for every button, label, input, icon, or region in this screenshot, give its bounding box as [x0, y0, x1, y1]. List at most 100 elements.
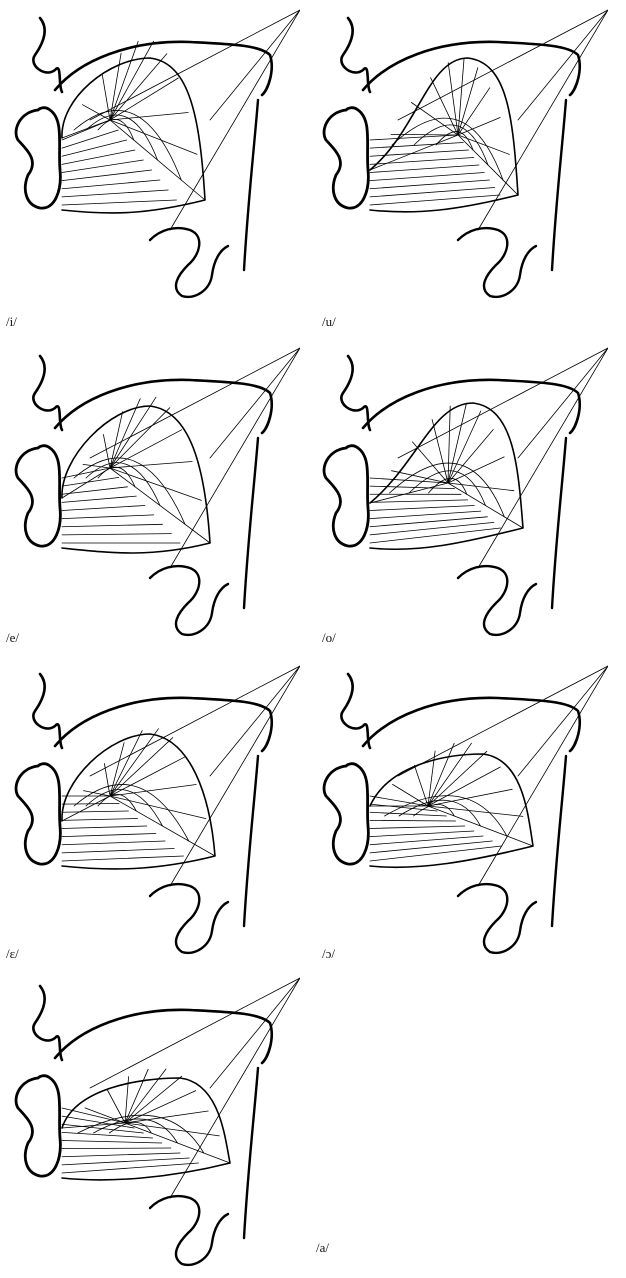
- guide-line: [90, 978, 300, 1088]
- nose-contour: [33, 356, 62, 430]
- mesh-line: [428, 789, 512, 806]
- mesh-line: [83, 105, 111, 120]
- mesh-line: [448, 457, 504, 483]
- mesh-line: [62, 1132, 153, 1138]
- mesh-line: [370, 846, 502, 861]
- mesh-line: [448, 430, 493, 484]
- guide-line: [398, 666, 608, 776]
- panel-open-o: [308, 656, 608, 966]
- lips-contour: [324, 108, 368, 208]
- vowel-label-e: /e/: [6, 630, 19, 646]
- mesh-line: [62, 1141, 162, 1144]
- jaw-larynx-contour: [458, 228, 536, 297]
- panel-e: [0, 338, 300, 648]
- mesh-line: [370, 180, 490, 189]
- guide-line: [398, 348, 608, 458]
- pharynx-wall: [244, 438, 258, 608]
- panel-o: [308, 338, 608, 648]
- mesh-line: [370, 135, 458, 170]
- mesh-line: [62, 477, 119, 486]
- mesh-line: [62, 487, 128, 494]
- jaw-larynx-contour: [150, 884, 228, 953]
- guide-line: [210, 666, 300, 776]
- nose-contour: [33, 18, 62, 92]
- mesh-line: [62, 1158, 189, 1165]
- mesh-line: [370, 150, 469, 156]
- guide-line: [518, 666, 608, 776]
- mesh-line: [62, 1153, 180, 1157]
- mesh-line: [62, 826, 147, 829]
- palate-contour: [55, 698, 272, 751]
- pharynx-wall: [552, 438, 566, 608]
- lips-contour: [16, 1076, 60, 1176]
- nose-contour: [33, 986, 62, 1060]
- mesh-line: [62, 130, 118, 148]
- mesh-contour: [86, 790, 163, 826]
- mesh-line: [110, 408, 170, 468]
- mesh-line: [110, 462, 192, 469]
- palate-contour: [55, 380, 272, 433]
- mesh-line: [370, 528, 501, 543]
- guide-line: [210, 348, 300, 458]
- mesh-line: [107, 1090, 125, 1123]
- mesh-line: [110, 412, 123, 468]
- mesh-line: [62, 200, 177, 205]
- lips-contour: [324, 764, 368, 864]
- mesh-line: [110, 743, 124, 796]
- mesh-line: [370, 831, 474, 837]
- nose-contour: [33, 674, 62, 748]
- mesh-line: [370, 812, 446, 816]
- guide-line: [210, 978, 300, 1088]
- mesh-line: [62, 856, 184, 861]
- guide-line: [518, 10, 608, 120]
- lips-contour: [324, 446, 368, 546]
- lips-contour: [16, 108, 60, 208]
- nose-contour: [341, 18, 370, 92]
- mesh-line: [62, 170, 152, 181]
- mesh-line: [62, 534, 171, 535]
- panel-i: [0, 0, 300, 310]
- tongue-outline: [62, 58, 205, 213]
- mesh-line: [110, 78, 178, 120]
- mesh-line: [448, 406, 450, 483]
- panel-u: [308, 0, 608, 310]
- mesh-line: [370, 511, 481, 519]
- vowel-label-a: /a/: [316, 1240, 329, 1256]
- mesh-line: [62, 1163, 199, 1173]
- lips-contour: [16, 446, 60, 546]
- mesh-line: [62, 515, 154, 519]
- vowel-label-i: /i/: [6, 314, 17, 330]
- mesh-line: [62, 190, 168, 197]
- mesh-line: [125, 1123, 219, 1136]
- mesh-line: [110, 757, 185, 796]
- pharynx-wall: [244, 100, 258, 270]
- jaw-larynx-contour: [458, 884, 536, 953]
- panel-epsilon: [0, 656, 300, 966]
- mesh-line: [110, 113, 188, 121]
- mesh-line: [370, 517, 487, 527]
- palate-contour: [363, 380, 580, 433]
- mesh-line: [458, 135, 509, 154]
- mesh-line: [62, 150, 135, 164]
- pharynx-wall: [244, 756, 258, 926]
- mesh-line: [62, 796, 110, 821]
- mesh-line: [110, 430, 182, 468]
- mesh-line: [62, 811, 128, 812]
- pharynx-wall: [244, 1068, 258, 1238]
- jaw-larynx-contour: [150, 566, 228, 635]
- vowel-label-o: /o/: [322, 630, 336, 646]
- guide-line: [518, 348, 608, 458]
- jaw-larynx-contour: [458, 566, 536, 635]
- nose-contour: [341, 674, 370, 748]
- mesh-line: [62, 819, 138, 821]
- mesh-line: [110, 120, 197, 154]
- mesh-line: [370, 173, 484, 181]
- jaw-larynx-contour: [150, 228, 228, 297]
- lips-contour: [16, 764, 60, 864]
- mesh-line: [62, 496, 136, 502]
- mesh-line: [370, 522, 494, 534]
- vowel-label-u: /u/: [322, 314, 336, 330]
- guide-line: [398, 10, 608, 120]
- mesh-line: [370, 506, 474, 511]
- guide-line: [90, 10, 300, 120]
